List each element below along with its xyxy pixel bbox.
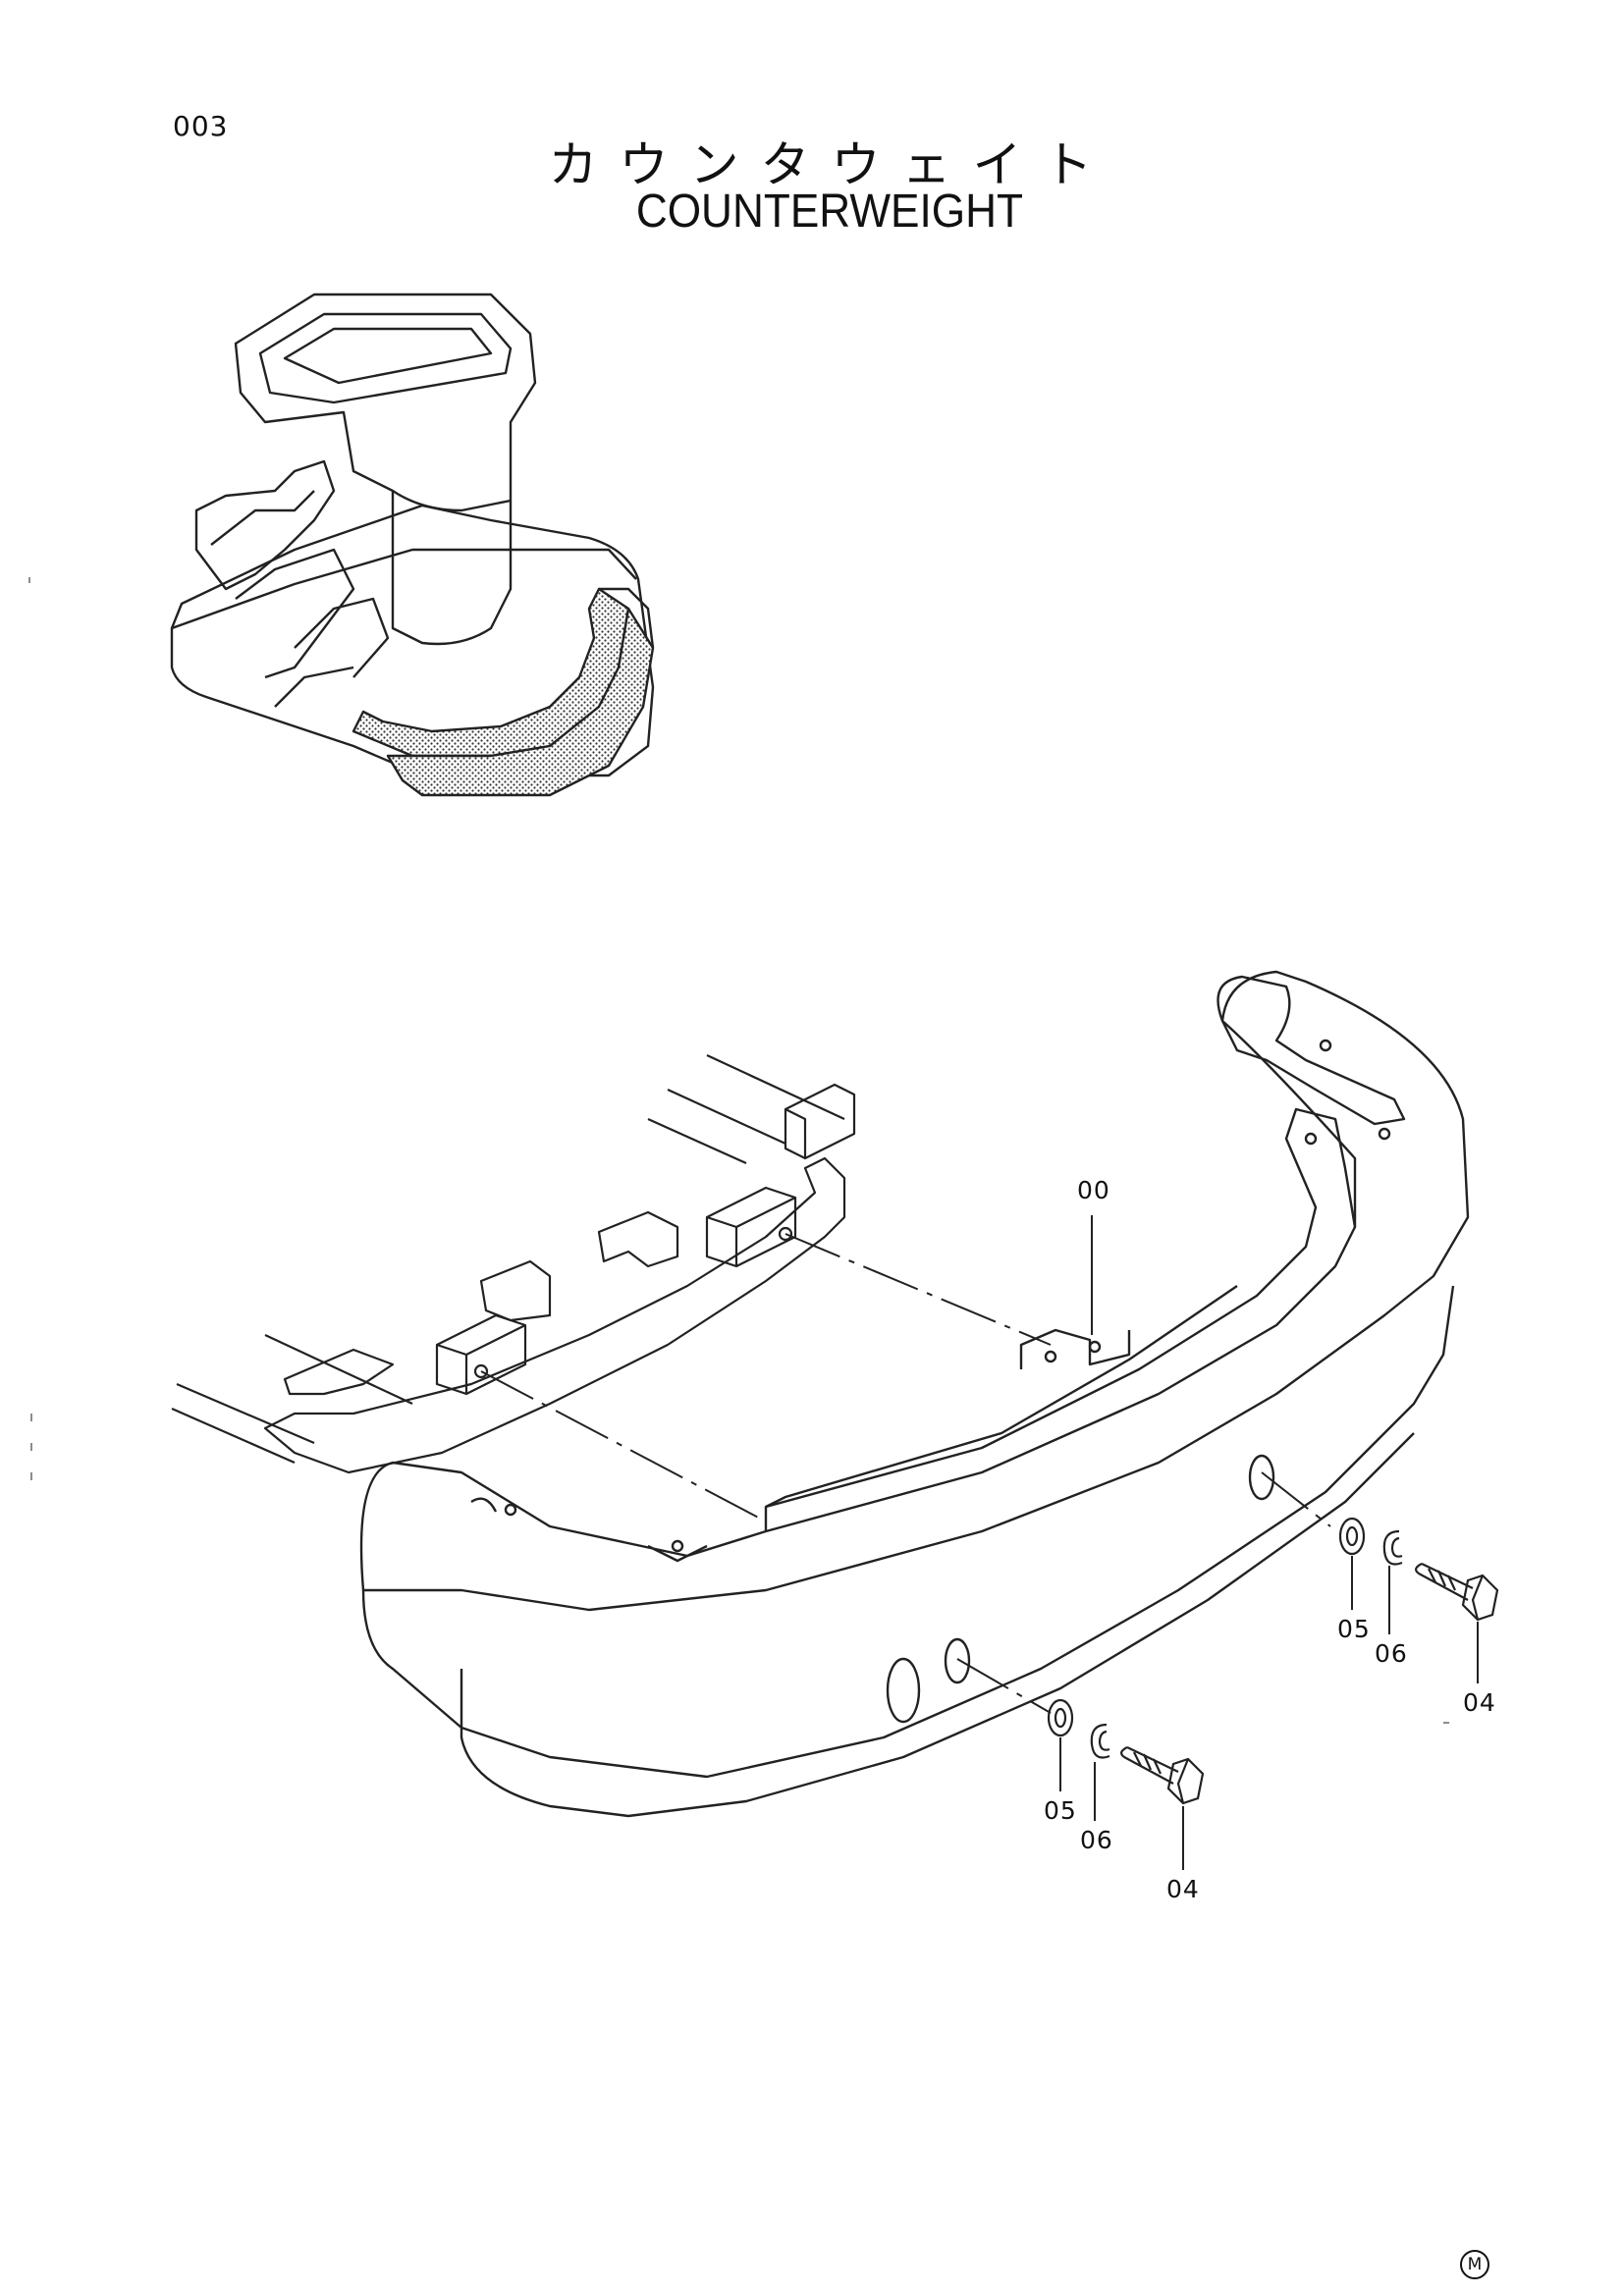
counterweight-mount-pad bbox=[1019, 1328, 1131, 1369]
overview-seat-inner2 bbox=[283, 327, 493, 385]
counterweight bbox=[359, 970, 1470, 1818]
frame-rail-top-3 bbox=[647, 1117, 747, 1165]
title-japanese: カウンタウェイト bbox=[548, 136, 1114, 193]
frame-rail-top-2 bbox=[667, 1089, 786, 1145]
counterweight-top bbox=[359, 970, 1470, 1612]
page-number: 003 bbox=[173, 110, 229, 142]
hardware-left bbox=[1047, 1698, 1205, 1805]
frame-block-left bbox=[435, 1313, 527, 1396]
frame-bracket-3 bbox=[283, 1348, 395, 1396]
bolt-left bbox=[1120, 1746, 1205, 1805]
counterweight-lifting-eye bbox=[1217, 975, 1406, 1126]
overview-console bbox=[194, 459, 336, 591]
frame-block-right bbox=[705, 1186, 797, 1268]
frame-rail-left-3 bbox=[171, 1407, 296, 1465]
callout-leaders bbox=[1059, 1215, 1479, 1870]
counterweight-front bbox=[361, 1285, 1455, 1779]
frame-bracket-1 bbox=[597, 1210, 679, 1268]
manufacturer-mark: M bbox=[1460, 2250, 1489, 2279]
machine-overview bbox=[170, 293, 655, 797]
callout-04-left: 04 bbox=[1166, 1875, 1200, 1903]
frame-rail-left-1 bbox=[264, 1334, 413, 1405]
lock-washer-right bbox=[1382, 1529, 1403, 1566]
frame-bracket-2 bbox=[479, 1259, 552, 1322]
bolt-right bbox=[1415, 1563, 1499, 1622]
counterweight-hole-left2 bbox=[886, 1657, 921, 1724]
callout-05-right: 05 bbox=[1337, 1615, 1371, 1643]
frame-plate bbox=[263, 1156, 846, 1474]
title-english: COUNTERWEIGHT bbox=[635, 186, 1023, 238]
margin-marks bbox=[28, 577, 1449, 1724]
washer-right bbox=[1338, 1517, 1366, 1556]
frame-assembly bbox=[171, 1054, 856, 1474]
overview-body bbox=[170, 504, 655, 777]
overview-seat-inner bbox=[258, 312, 513, 404]
washer-left bbox=[1047, 1698, 1074, 1737]
frame-rail-left-2 bbox=[176, 1382, 315, 1445]
callout-06-right: 06 bbox=[1375, 1639, 1408, 1668]
counterweight-hole-right bbox=[1248, 1454, 1275, 1501]
hardware-right bbox=[1338, 1517, 1499, 1622]
lock-washer-left bbox=[1090, 1723, 1110, 1759]
frame-block-top bbox=[784, 1083, 856, 1160]
overview-counterweight-lower bbox=[386, 607, 655, 797]
frame-rail-top-1 bbox=[706, 1054, 845, 1120]
counterweight-inner-rim bbox=[764, 1107, 1357, 1531]
center-lines bbox=[480, 1233, 1331, 1714]
overview-deck bbox=[171, 548, 637, 630]
overview-seat-side bbox=[392, 490, 512, 512]
callout-04-right: 04 bbox=[1463, 1688, 1496, 1717]
overview-seat-back bbox=[234, 293, 537, 646]
counterweight-lower-lip bbox=[460, 1432, 1415, 1818]
callout-05-left: 05 bbox=[1044, 1796, 1077, 1825]
callout-06-left: 06 bbox=[1080, 1826, 1113, 1854]
callout-00: 00 bbox=[1077, 1176, 1110, 1204]
counterweight-hole-left bbox=[944, 1637, 971, 1684]
